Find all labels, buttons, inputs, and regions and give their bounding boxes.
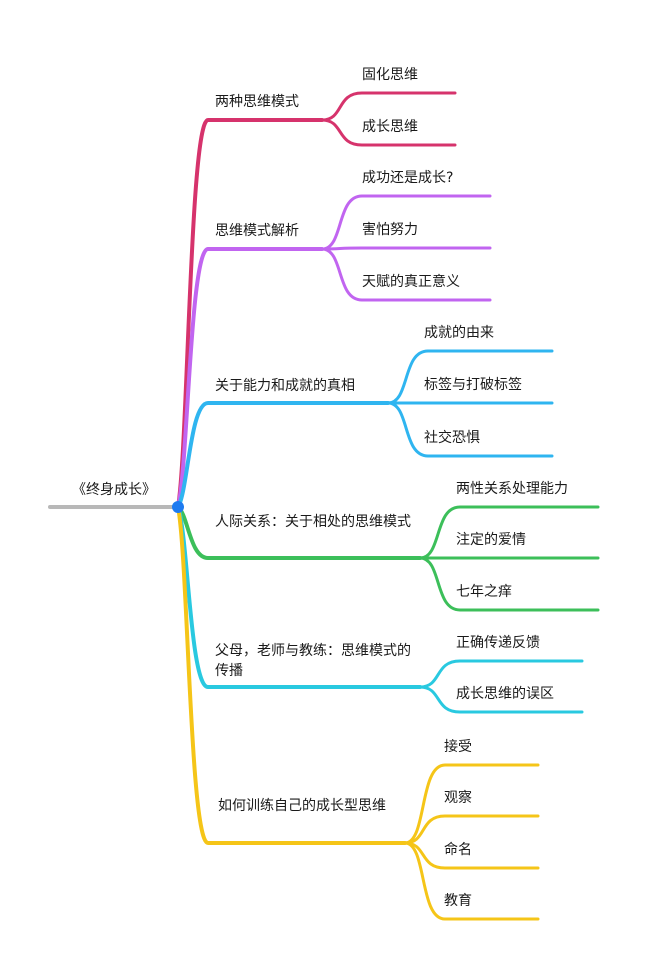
subtopic-connector [403, 763, 540, 845]
root-node-dot [172, 501, 184, 513]
mindmap-edges [48, 91, 600, 921]
branch-connector [176, 401, 390, 509]
branch-topic[interactable]: 父母，老师与教练：思维模式的传播 [215, 643, 411, 679]
branch-topic[interactable]: 思维模式解析 [215, 223, 299, 239]
branch-topic[interactable]: 如何训练自己的成长型思维 [218, 798, 386, 814]
branch-connector [176, 505, 407, 845]
subtopic-connector [320, 247, 492, 302]
subtopic-connector [320, 118, 457, 147]
subtopic-connector [418, 505, 600, 560]
subtopic[interactable]: 正确传递反馈 [456, 635, 540, 651]
subtopic-connector [320, 91, 457, 122]
subtopic-connector [403, 814, 540, 845]
subtopic[interactable]: 注定的爱情 [456, 532, 526, 548]
subtopic-connector [386, 349, 554, 405]
subtopic[interactable]: 成长思维的误区 [456, 686, 554, 702]
subtopic[interactable]: 天赋的真正意义 [362, 274, 460, 290]
subtopic[interactable]: 成功还是成长? [362, 170, 454, 186]
branch-topic[interactable]: 关于能力和成就的真相 [215, 378, 355, 394]
subtopic[interactable]: 命名 [444, 842, 472, 858]
subtopic-connector [386, 401, 554, 458]
subtopic[interactable]: 七年之痒 [456, 584, 512, 600]
subtopic[interactable]: 观察 [444, 790, 472, 806]
subtopic[interactable]: 害怕努力 [362, 222, 418, 238]
branch-connector [176, 118, 324, 509]
subtopic[interactable]: 教育 [444, 893, 472, 909]
subtopic-connector [418, 659, 584, 689]
subtopic[interactable]: 标签与打破标签 [424, 377, 522, 393]
subtopic-connector [418, 685, 584, 714]
subtopic[interactable]: 两性关系处理能力 [456, 481, 568, 497]
branch-topic[interactable]: 人际关系：关于相处的思维模式 [215, 514, 411, 530]
subtopic[interactable]: 固化思维 [362, 67, 418, 83]
root-topic[interactable]: 《终身成长》 [72, 482, 156, 498]
subtopic[interactable]: 成长思维 [362, 119, 418, 135]
subtopic[interactable]: 社交恐惧 [424, 430, 480, 446]
subtopic-connector [403, 841, 540, 921]
subtopic-connector [320, 194, 492, 251]
branch-topic[interactable]: 两种思维模式 [215, 94, 299, 110]
subtopic-connector [320, 246, 492, 251]
subtopic[interactable]: 接受 [444, 739, 472, 755]
branch-connector [176, 247, 324, 509]
subtopic-connector [418, 556, 600, 612]
subtopic[interactable]: 成就的由来 [424, 325, 494, 341]
